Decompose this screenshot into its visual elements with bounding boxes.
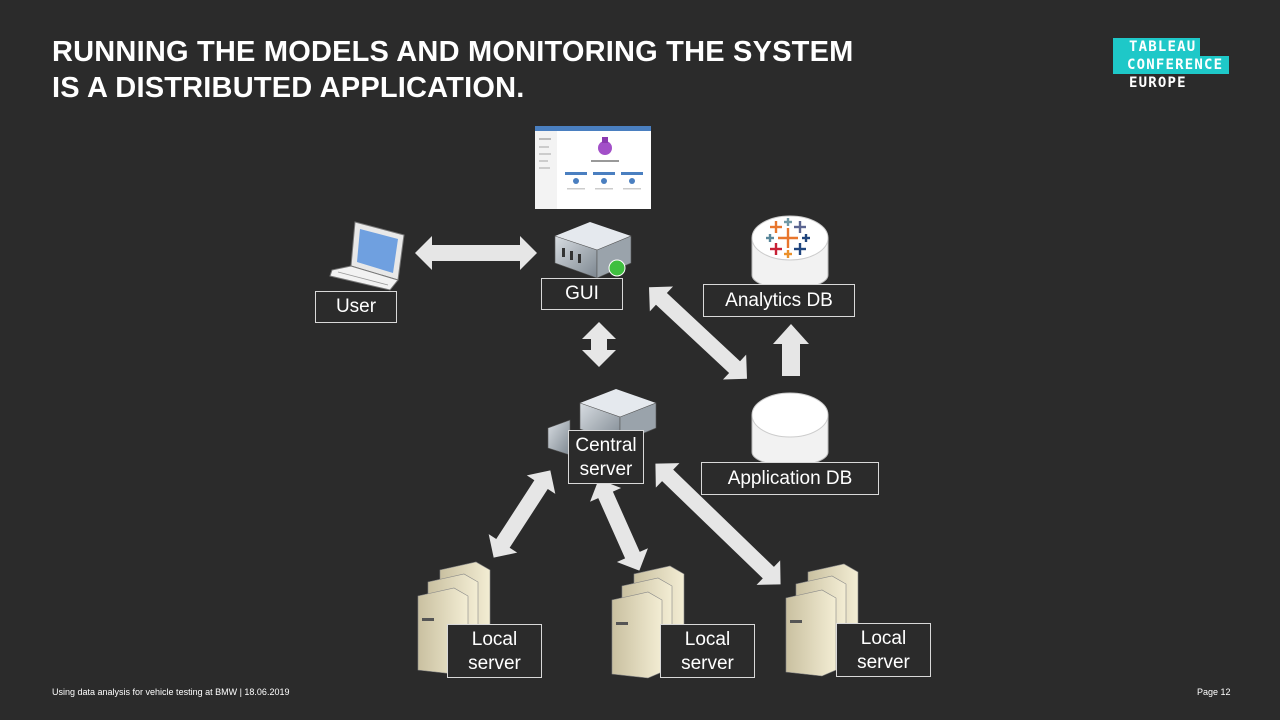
arrow-user-gui [415,236,537,270]
gui-label: GUI [541,278,623,310]
local-server-label-middle: Local server [660,624,755,678]
central-server-label-line1: Central [575,435,637,456]
local-server-middle-line2: server [681,653,734,674]
logo-line-2: CONFERENCE [1113,56,1230,74]
user-label: User [315,291,397,323]
logo-line-1: TABLEAU [1113,38,1201,56]
application-db-cylinder [751,392,829,467]
tableau-logo-icon [766,218,810,258]
tableau-conference-logo: TABLEAU CONFERENCE EUROPE [1113,38,1230,92]
laptop-icon [329,221,405,291]
local-server-left-line2: server [468,653,521,674]
local-server-right-line1: Local [860,628,907,649]
local-server-label-right: Local server [836,623,931,677]
arrows [415,236,809,376]
title-line-1: RUNNING THE MODELS AND MONITORING THE SY… [52,36,854,68]
local-server-left-line1: Local [471,629,518,650]
local-server-middle-line1: Local [684,629,731,650]
central-server-label: Central server [568,430,644,484]
slide-title: RUNNING THE MODELS AND MONITORING THE SY… [52,34,854,106]
application-db-label: Application DB [701,462,879,495]
gui-screenshot-thumbnail [535,126,651,209]
arrow-central-local-left [488,470,556,558]
logo-line-3: EUROPE [1129,75,1187,91]
central-server-label-line2: server [579,459,633,480]
arrow-appdb-analyticsdb [773,324,809,376]
footer-caption: Using data analysis for vehicle testing … [52,687,290,697]
title-line-2: IS A DISTRIBUTED APPLICATION. [52,72,525,104]
arrow-central-local-middle [590,479,648,571]
arrow-gui-central [582,322,616,367]
local-server-label-left: Local server [447,624,542,678]
gui-server-icon [554,222,632,279]
local-server-right-line2: server [857,652,910,673]
local-server-icon-right [785,563,859,677]
analytics-db-cylinder [751,215,829,290]
page-number: Page 12 [1197,687,1231,697]
arrow-gui-appdb [648,286,748,380]
analytics-db-label: Analytics DB [703,284,855,317]
arrow-central-local-right [655,463,781,585]
